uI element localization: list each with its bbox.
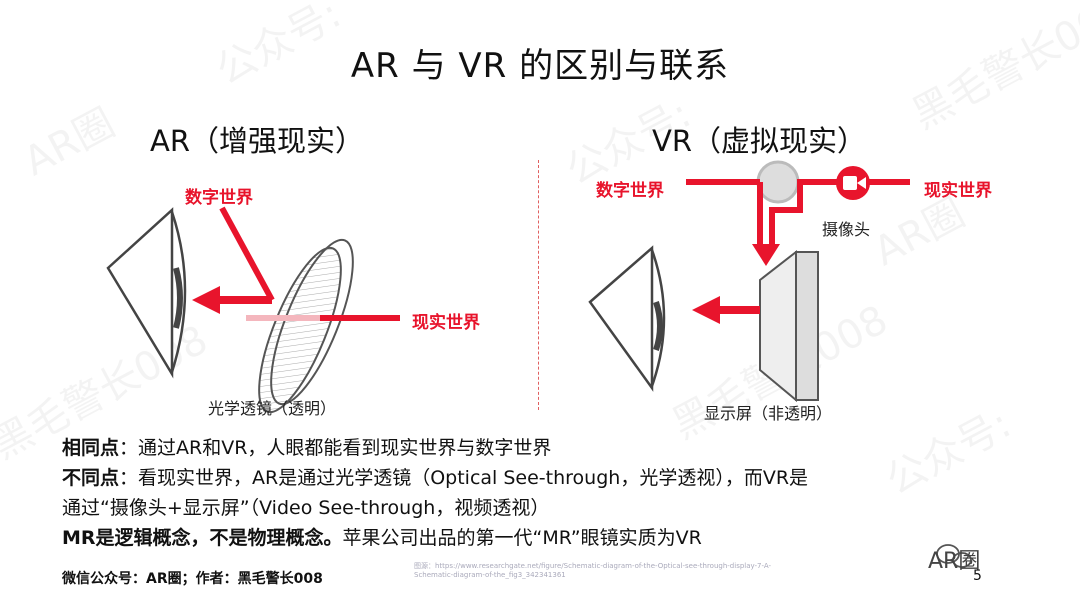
ar-heading: AR（增强现实）	[150, 124, 364, 158]
vr-caption: 显示屏（非透明）	[704, 404, 833, 423]
vr-sensor-circle	[756, 160, 800, 204]
vr-heading: VR（虚拟现实）	[652, 124, 866, 158]
body-line-mr: MR是逻辑概念，不是物理概念。苹果公司出品的第一代“MR”眼镜实质为VR	[62, 523, 702, 550]
vr-real-label: 现实世界	[924, 181, 992, 201]
diff-text: ：看现实世界，AR是通过光学透镜（Optical See-through，光学透…	[119, 467, 809, 489]
arrowhead-icon	[752, 244, 780, 266]
mr-text: 苹果公司出品的第一代“MR”眼镜实质为VR	[342, 527, 702, 549]
ar-digital-label: 数字世界	[185, 188, 253, 208]
same-text: ：通过AR和VR，人眼都能看到现实世界与数字世界	[119, 437, 552, 459]
vr-display-icon	[759, 249, 819, 403]
section-divider	[538, 160, 539, 410]
vr-eye-icon	[588, 245, 666, 392]
diff-label: 不同点	[62, 467, 120, 489]
body-line-diff-cont: 通过“摄像头+显示屏”（Video See-through，视频透视）	[62, 497, 550, 519]
image-source: 图源：https://www.researchgate.net/figure/S…	[414, 562, 772, 579]
arrowhead-icon	[692, 296, 720, 324]
mr-bold: MR是逻辑概念，不是物理概念。	[62, 527, 343, 549]
brand-name: AR圈	[928, 549, 981, 574]
ar-caption: 光学透镜（透明）	[208, 399, 337, 418]
page-number: 5	[973, 568, 982, 584]
vr-digital-label: 数字世界	[596, 181, 664, 201]
body-line-diff: 不同点：看现实世界，AR是通过光学透镜（Optical See-through，…	[62, 463, 808, 490]
ar-lens-icon	[258, 238, 354, 414]
ar-eye-icon	[106, 207, 187, 379]
wechat-icon	[936, 544, 972, 568]
slide-title: AR 与 VR 的区别与联系	[350, 46, 730, 86]
vr-camera-label: 摄像头	[822, 220, 871, 239]
same-label: 相同点	[62, 437, 120, 459]
footer-credit: 微信公众号：AR圈；作者：黑毛警长008	[62, 571, 323, 587]
body-line-same: 相同点：通过AR和VR，人眼都能看到现实世界与数字世界	[62, 433, 551, 460]
ar-digital-ray	[219, 206, 275, 302]
arrowhead-icon	[192, 286, 220, 314]
camera-icon	[836, 166, 870, 200]
ar-real-label: 现实世界	[412, 313, 480, 333]
